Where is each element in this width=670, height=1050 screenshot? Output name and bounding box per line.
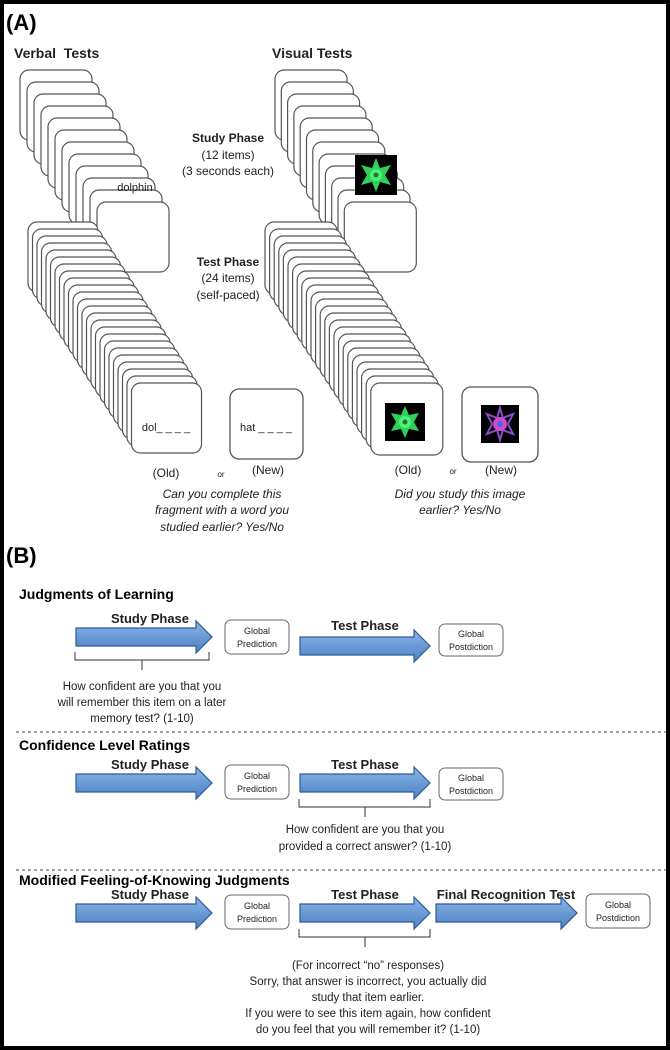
clr-bracket (298, 799, 431, 817)
fok-note-line-3: study that item earlier. (312, 992, 425, 1004)
study-phase-count: (12 items) (201, 148, 254, 162)
jol-bracket (74, 652, 210, 670)
figure-panel: (A) Verbal Tests Visual Tests dolphin St… (4, 4, 666, 1046)
jol-postdiction-line-1: Global (458, 629, 484, 639)
verbal-or-label: or (217, 470, 224, 479)
clr-test-arrow (299, 765, 431, 801)
clr-study-label: Study Phase (111, 757, 189, 772)
fok-title: Modified Feeling-of-Knowing Judgments (19, 872, 290, 888)
fok-study-arrow (75, 895, 213, 931)
visual-tests-title: Visual Tests (272, 45, 353, 61)
study-card-word: dolphin (117, 182, 152, 194)
fok-postdiction-box (585, 893, 651, 929)
visual-old-label: (Old) (395, 463, 422, 477)
jol-postdiction-line-2: Postdiction (449, 642, 493, 652)
jol-note-line-1: How confident are you that you (63, 681, 222, 693)
verbal-tests-title: Verbal Tests (14, 45, 100, 61)
visual-study-card-stack (274, 69, 417, 273)
verbal-new-label: (New) (252, 463, 284, 477)
visual-new-label: (New) (485, 463, 517, 477)
verbal-old-fragment: dol_ _ _ _ (142, 422, 191, 434)
test-phase-pace: (self-paced) (196, 288, 259, 302)
fok-note-line-1: (For incorrect “no” responses) (292, 960, 444, 972)
jol-test-arrow (299, 628, 431, 664)
jol-title: Judgments of Learning (19, 586, 174, 602)
test-phase-title: Test Phase (197, 255, 260, 269)
fok-study-label: Study Phase (111, 887, 189, 902)
visual-study-card (343, 201, 417, 273)
jol-prediction-line-2: Prediction (237, 639, 277, 649)
panel-a-label: (A) (6, 10, 37, 35)
verbal-old-label: (Old) (153, 466, 180, 480)
fok-note-line-5: do you feel that you will remember it? (… (256, 1024, 481, 1036)
verbal-question-line-3: studied earlier? Yes/No (160, 520, 284, 534)
clr-postdiction-line-1: Global (458, 773, 484, 783)
study-phase-duration: (3 seconds each) (182, 164, 274, 178)
jol-prediction-line-1: Global (244, 626, 270, 636)
fok-test-label: Test Phase (331, 887, 399, 902)
verbal-new-card (229, 388, 304, 460)
fok-postdiction-line-2: Postdiction (596, 913, 640, 923)
test-old-fractal-image (385, 403, 425, 441)
fok-note-line-2: Sorry, that answer is incorrect, you act… (250, 976, 487, 988)
fok-prediction-line-2: Prediction (237, 914, 277, 924)
panel-b-label: (B) (6, 543, 37, 568)
fok-prediction-line-1: Global (244, 901, 270, 911)
jol-note-line-3: memory test? (1-10) (90, 713, 194, 725)
fok-bracket (298, 929, 431, 947)
verbal-new-fragment: hat _ _ _ _ (240, 422, 293, 434)
test-phase-count: (24 items) (201, 271, 254, 285)
clr-prediction-box (224, 764, 290, 800)
verbal-question-line-1: Can you complete this (163, 487, 282, 501)
jol-prediction-box (224, 619, 290, 655)
fok-test-arrow (299, 895, 431, 931)
test-new-fractal-image (481, 404, 519, 444)
verbal-question-line-2: fragment with a word you (155, 503, 289, 517)
visual-question-line-2: earlier? Yes/No (419, 503, 501, 517)
visual-test-card-stack (264, 221, 444, 456)
jol-postdiction-box (438, 623, 504, 657)
clr-postdiction-box (438, 767, 504, 801)
clr-postdiction-line-2: Postdiction (449, 786, 493, 796)
study-fractal-image (355, 155, 397, 195)
visual-or-label: or (449, 467, 456, 476)
verbal-test-card (130, 382, 203, 454)
clr-prediction-line-2: Prediction (237, 784, 277, 794)
visual-question-line-1: Did you study this image (395, 487, 526, 501)
verbal-test-card-stack (27, 221, 203, 454)
fok-postdiction-line-1: Global (605, 900, 631, 910)
verbal-study-card-stack (19, 69, 170, 273)
clr-title: Confidence Level Ratings (19, 737, 190, 753)
jol-study-arrow (75, 619, 213, 655)
clr-prediction-line-1: Global (244, 771, 270, 781)
fok-note-line-4: If you were to see this item again, how … (245, 1008, 491, 1020)
jol-test-label: Test Phase (331, 618, 399, 633)
clr-note-line-2: provided a correct answer? (1-10) (279, 841, 452, 853)
study-phase-title: Study Phase (192, 131, 264, 145)
jol-study-label: Study Phase (111, 611, 189, 626)
fok-final-arrow (435, 895, 578, 931)
fok-final-label: Final Recognition Test (437, 887, 576, 902)
fok-prediction-box (224, 894, 290, 930)
clr-study-arrow (75, 765, 213, 801)
clr-note-line-1: How confident are you that you (286, 824, 445, 836)
clr-test-label: Test Phase (331, 757, 399, 772)
jol-note-line-2: will remember this item on a later (57, 697, 227, 709)
